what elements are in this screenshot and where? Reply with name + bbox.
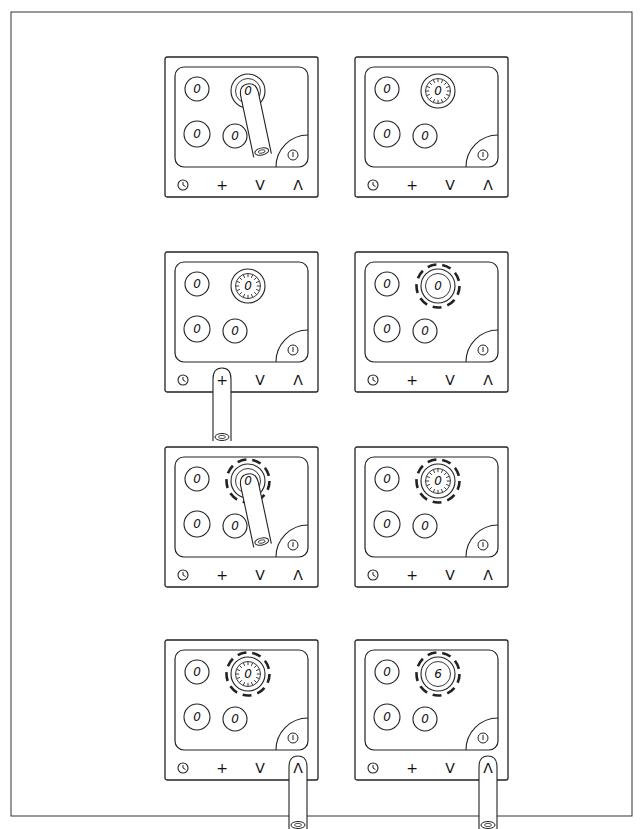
control-key-symbol: + <box>216 761 228 775</box>
zone-display-digit: 0 <box>383 83 391 95</box>
control-key-symbol: + <box>406 373 418 387</box>
zone-display-digit: 0 <box>383 323 391 335</box>
zone-display-digit: 0 <box>244 85 252 97</box>
zone-display-digit: 0 <box>383 128 391 140</box>
control-key-symbol: V <box>255 761 265 775</box>
control-key-symbol: V <box>255 568 265 582</box>
zone-display-digit: 0 <box>434 85 442 97</box>
control-key-symbol: V <box>255 373 265 387</box>
zone-display-digit: 0 <box>434 280 442 292</box>
zone-display-digit: 0 <box>421 713 429 725</box>
control-key-symbol: V <box>445 373 455 387</box>
control-key-symbol: V <box>255 178 265 192</box>
control-key-symbol: V <box>445 178 455 192</box>
zone-display-digit: 0 <box>383 278 391 290</box>
control-panel <box>165 57 318 197</box>
zone-display-digit: 0 <box>193 473 201 485</box>
control-panel <box>355 252 508 392</box>
control-key-symbol: V <box>445 568 455 582</box>
zone-display-digit: 6 <box>434 668 442 680</box>
control-key-symbol: + <box>216 568 228 582</box>
zone-display-digit: 0 <box>421 325 429 337</box>
control-key-symbol: Λ <box>293 178 303 192</box>
zone-display-digit: 0 <box>231 520 239 532</box>
zone-display-digit: 0 <box>231 713 239 725</box>
zone-display-digit: 0 <box>193 83 201 95</box>
zone-display-digit: 0 <box>383 473 391 485</box>
zone-display-digit: 0 <box>193 666 201 678</box>
zone-display-digit: 0 <box>193 518 201 530</box>
control-key-symbol: + <box>406 178 418 192</box>
page-frame <box>11 12 632 816</box>
zone-display-digit: 0 <box>383 711 391 723</box>
control-key-symbol: Λ <box>483 178 493 192</box>
control-key-symbol: Λ <box>293 373 303 387</box>
zone-display-digit: 0 <box>231 130 239 142</box>
zone-display-digit: 0 <box>383 666 391 678</box>
control-key-symbol: + <box>216 373 228 387</box>
zone-display-digit: 0 <box>193 323 201 335</box>
control-panel <box>165 447 318 587</box>
control-key-symbol: Λ <box>483 373 493 387</box>
zone-display-digit: 0 <box>244 475 252 487</box>
zone-display-digit: 0 <box>244 280 252 292</box>
control-panel <box>355 447 508 587</box>
zone-display-digit: 0 <box>244 668 252 680</box>
control-panel <box>165 252 318 441</box>
control-key-symbol: + <box>406 761 418 775</box>
zone-display-digit: 0 <box>193 278 201 290</box>
control-panel <box>355 640 508 829</box>
control-panel <box>355 57 508 197</box>
control-key-symbol: Λ <box>483 761 493 775</box>
control-panel <box>165 640 318 829</box>
control-key-symbol: + <box>216 178 228 192</box>
control-key-symbol: + <box>406 568 418 582</box>
control-key-symbol: Λ <box>293 568 303 582</box>
zone-display-digit: 0 <box>421 130 429 142</box>
zone-display-digit: 0 <box>193 711 201 723</box>
zone-display-digit: 0 <box>231 325 239 337</box>
zone-display-digit: 0 <box>434 475 442 487</box>
zone-display-digit: 0 <box>421 520 429 532</box>
control-key-symbol: V <box>445 761 455 775</box>
zone-display-digit: 0 <box>193 128 201 140</box>
zone-display-digit: 0 <box>383 518 391 530</box>
control-key-symbol: Λ <box>293 761 303 775</box>
control-key-symbol: Λ <box>483 568 493 582</box>
